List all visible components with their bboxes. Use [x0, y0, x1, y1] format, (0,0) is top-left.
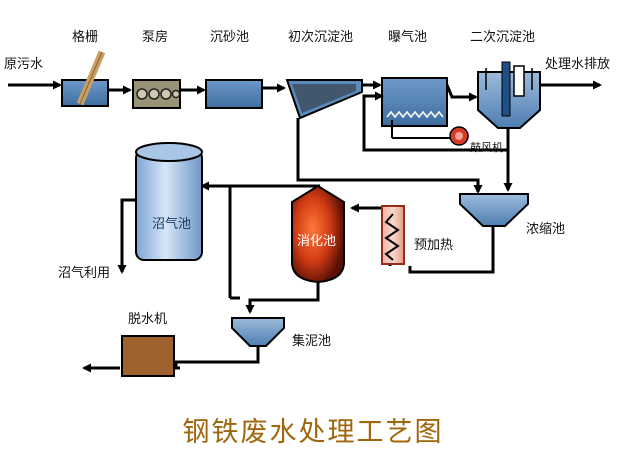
blower	[449, 126, 469, 146]
primary-clarifier	[285, 79, 363, 120]
biogas-tank	[135, 142, 203, 261]
grit-chamber	[205, 79, 263, 109]
sludge-collector-label: 集泥池	[292, 334, 332, 349]
preheater	[381, 205, 405, 265]
thickener-label: 浓缩池	[526, 222, 566, 237]
aeration-tank-label: 曝气池	[388, 30, 428, 45]
grille-label: 格栅	[72, 30, 99, 45]
sludge-collector	[231, 317, 285, 347]
digester	[291, 184, 345, 284]
aeration-tank	[381, 77, 452, 139]
preheater-label: 预加热	[414, 238, 454, 253]
grit-chamber-label: 沉砂池	[210, 30, 250, 45]
thickener	[459, 193, 529, 227]
dewatering-machine	[121, 335, 175, 377]
biogas-use-label: 沼气利用	[58, 266, 111, 281]
diagram-title: 钢铁废水处理工艺图	[182, 417, 444, 448]
dewatering-machine-label: 脱水机	[128, 312, 168, 327]
blower-label: 鼓风机	[470, 141, 503, 154]
treated-water-label: 处理水排放	[545, 57, 611, 72]
digester-label: 消化池	[297, 234, 337, 249]
main-water-line	[8, 80, 602, 102]
secondary-clarifier	[477, 61, 541, 129]
biogas-tank-label: 沼气池	[152, 217, 192, 232]
pump-house-label: 泵房	[142, 30, 169, 45]
secondary-clarifier-label: 二次沉淀池	[470, 30, 536, 45]
sludge-lines	[82, 91, 513, 373]
primary-clarifier-label: 初次沉淀池	[288, 30, 354, 45]
raw-water-label: 原污水	[4, 57, 44, 72]
pump-house	[132, 79, 181, 109]
grille-tank	[61, 50, 109, 107]
